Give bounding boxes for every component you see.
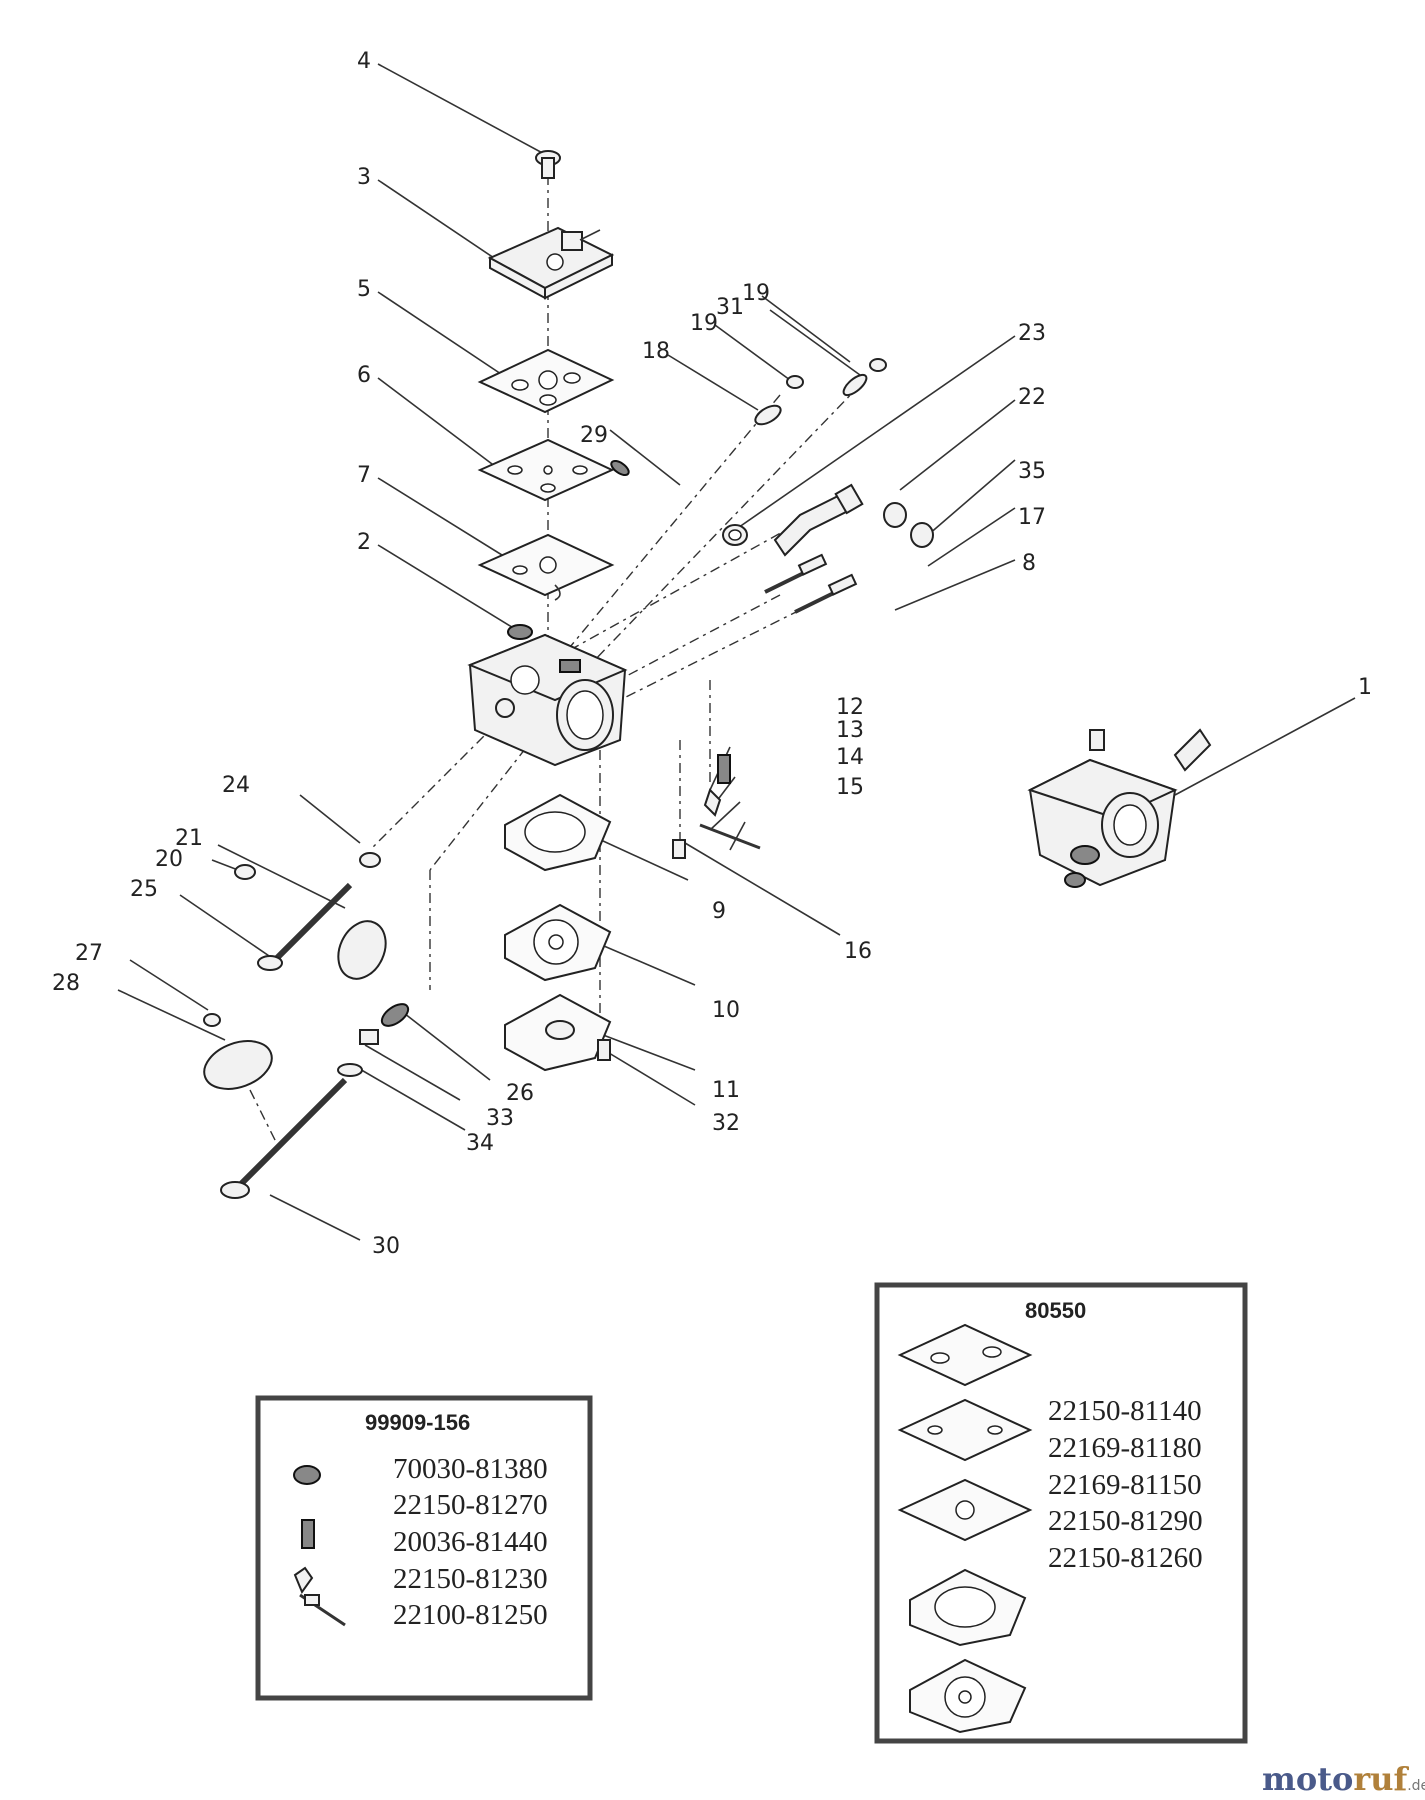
callout-17: 17	[1018, 505, 1046, 530]
callout-10: 10	[712, 998, 740, 1023]
callout-31: 31	[716, 295, 744, 320]
watermark-part2: ruf	[1353, 1760, 1409, 1798]
part-nut-27	[203, 1013, 221, 1027]
leader-lines	[117, 63, 1356, 1241]
kit-left-part-2: 22150-81270	[393, 1489, 548, 1521]
callout-25: 25	[130, 877, 158, 902]
part-screw-29	[610, 459, 630, 477]
kit-left-icons	[293, 1465, 346, 1627]
part-screw-19b	[869, 358, 887, 372]
part-plate-28	[203, 1040, 273, 1090]
callout-29: 29	[580, 423, 608, 448]
part-needle-valve-13	[703, 788, 722, 817]
callout-12: 12	[836, 695, 864, 720]
callout-18: 18	[642, 339, 670, 364]
part-clip-24	[359, 852, 381, 868]
part-screw-32	[597, 1039, 611, 1061]
part-gasket-6	[477, 438, 615, 502]
part-carburetor-body	[467, 633, 628, 767]
part-cover-11	[504, 993, 612, 1072]
kit-box-right: 80550 22150-81140 22169-81180 22169-8115…	[874, 1282, 1248, 1744]
part-needle-17	[764, 553, 828, 594]
kit-right-part-1: 22150-81140	[1048, 1395, 1202, 1427]
callout-21: 21	[175, 826, 203, 851]
callout-20: 20	[155, 847, 183, 872]
callout-34: 34	[466, 1131, 494, 1156]
part-ring-23	[722, 524, 748, 546]
callout-22: 22	[1018, 385, 1046, 410]
callout-27: 27	[75, 941, 103, 966]
part-screw-16	[672, 839, 686, 859]
part-lever-33	[359, 1029, 379, 1045]
part-fitting-22	[773, 483, 864, 557]
callout-2: 2	[357, 530, 371, 555]
part-washer-34	[337, 1063, 363, 1077]
kit-right-part-4: 22150-81290	[1048, 1505, 1203, 1537]
watermark-logo: motoruf.de	[1262, 1760, 1425, 1798]
callout-7: 7	[357, 463, 371, 488]
callout-16: 16	[844, 939, 872, 964]
callout-8: 8	[1022, 551, 1036, 576]
callout-3: 3	[357, 165, 371, 190]
callout-28: 28	[52, 971, 80, 996]
callout-5: 5	[357, 277, 371, 302]
callout-19b: 19	[742, 281, 770, 306]
part-spring-26	[380, 1003, 410, 1027]
callout-6: 6	[357, 363, 371, 388]
kit-left-part-4: 22150-81230	[393, 1563, 548, 1595]
callout-26: 26	[506, 1081, 534, 1106]
callout-24: 24	[222, 773, 250, 798]
callout-13: 13	[836, 718, 864, 743]
part-screw-19a	[786, 375, 804, 389]
callout-4: 4	[357, 49, 371, 74]
part-gasket-5	[477, 348, 615, 414]
watermark-part1: moto	[1262, 1760, 1353, 1798]
callout-30: 30	[372, 1234, 400, 1259]
callout-11: 11	[712, 1078, 740, 1103]
part-diaphragm-10	[504, 903, 612, 982]
kit-left-part-5: 22100-81250	[393, 1599, 548, 1631]
part-cap-35a	[883, 502, 907, 528]
part-lever-15	[699, 823, 761, 850]
svg-text:motoruf.de: motoruf.de	[1262, 1760, 1425, 1798]
part-screw-4	[535, 150, 561, 179]
part-nut-20	[234, 864, 256, 880]
callout-32: 32	[712, 1111, 740, 1136]
part-pump-cover-3	[487, 226, 615, 300]
part-cap-35b	[910, 522, 934, 548]
watermark-suffix: .de	[1407, 1778, 1425, 1794]
kit-right-part-3: 22169-81150	[1048, 1469, 1202, 1501]
part-shaft-25	[257, 882, 353, 971]
callout-35: 35	[1018, 459, 1046, 484]
callout-15: 15	[836, 775, 864, 800]
part-plate-21	[337, 920, 387, 980]
kit-box-left: 99909-156 70030-81380 22150-81270 20036-…	[255, 1395, 593, 1701]
callout-14: 14	[836, 745, 864, 770]
callout-33: 33	[486, 1106, 514, 1131]
kit-left-part-3: 20036-81440	[393, 1526, 548, 1558]
callout-9: 9	[712, 899, 726, 924]
part-diaphragm-7	[477, 533, 615, 601]
part-gasket-9	[504, 793, 612, 872]
callout-19a: 19	[690, 311, 718, 336]
kit-left-title: 99909-156	[365, 1410, 470, 1435]
callout-labels: 4 3 5 6 7 2 18 19 31 19 29 23 22 35 17 8…	[52, 49, 1372, 1259]
kit-left-part-1: 70030-81380	[393, 1453, 548, 1485]
kit-right-title: 80550	[1025, 1298, 1086, 1323]
kit-right-icons	[897, 1323, 1033, 1734]
part-lever-18	[754, 404, 782, 426]
kit-right-part-2: 22169-81180	[1048, 1432, 1202, 1464]
part-shaft-30	[220, 1077, 348, 1199]
part-clip-31	[842, 373, 868, 397]
kit-right-part-5: 22150-81260	[1048, 1542, 1203, 1574]
part-screen-2	[507, 624, 533, 640]
part-spring-12	[717, 754, 731, 784]
callout-23: 23	[1018, 321, 1046, 346]
callout-1: 1	[1358, 675, 1372, 700]
part-needle-8	[794, 573, 858, 614]
part-carburetor-assembly-1	[1027, 728, 1212, 888]
